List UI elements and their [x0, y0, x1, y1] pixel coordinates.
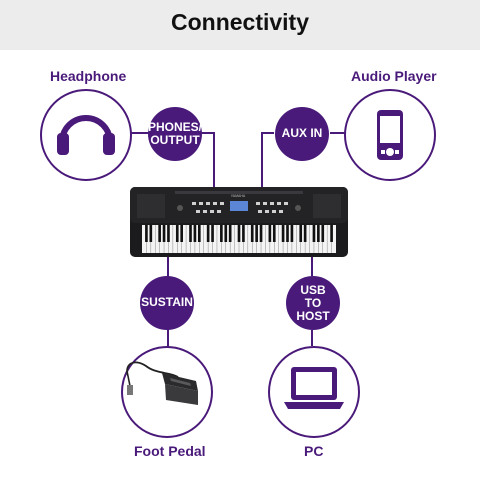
- foot-pedal-label: Foot Pedal: [134, 443, 206, 459]
- usb-line-3: HOST: [296, 309, 330, 323]
- headphone-icon: [57, 115, 115, 155]
- black-key: [206, 225, 210, 242]
- black-key: [299, 225, 303, 242]
- black-key: [250, 225, 254, 242]
- black-key: [189, 225, 192, 242]
- phones-output-badge: [148, 107, 202, 161]
- black-key: [330, 225, 333, 242]
- black-key: [303, 225, 307, 242]
- foot-pedal-icon: [126, 361, 198, 405]
- black-key: [211, 225, 214, 242]
- black-key: [242, 225, 245, 242]
- phones-output-line-1: PHONES/: [147, 120, 202, 134]
- audio-player-label: Audio Player: [351, 68, 437, 84]
- black-key: [175, 225, 179, 242]
- keyboard-brand: YAMAHA: [231, 194, 246, 198]
- phones-output-text: PHONES/ OUTPUT: [146, 121, 204, 147]
- usb-line-2: TO: [304, 296, 322, 310]
- black-key: [255, 225, 258, 242]
- black-key: [317, 225, 320, 242]
- black-key: [321, 225, 325, 242]
- black-key: [220, 225, 223, 242]
- pc-label: PC: [304, 443, 324, 459]
- black-key: [237, 225, 241, 242]
- black-key: [158, 225, 161, 242]
- connector-lines: [128, 132, 345, 360]
- black-key: [197, 225, 201, 242]
- usb-to-host-text: USB TO HOST: [284, 284, 342, 323]
- headphone-circle: [40, 89, 132, 181]
- black-key: [312, 225, 316, 242]
- header-bar: Connectivity: [0, 0, 480, 50]
- audio-player-icon: [377, 110, 403, 160]
- black-key: [162, 225, 166, 242]
- black-key: [193, 225, 197, 242]
- black-key: [268, 225, 272, 242]
- black-key: [281, 225, 285, 242]
- black-key: [167, 225, 170, 242]
- usb-line-1: USB: [300, 283, 326, 297]
- sustain-text: SUSTAIN: [141, 295, 193, 309]
- black-key: [290, 225, 294, 242]
- black-key: [224, 225, 228, 242]
- page-title: Connectivity: [170, 9, 310, 35]
- black-key: [286, 225, 289, 242]
- black-key: [149, 225, 153, 242]
- black-key: [145, 225, 148, 242]
- black-key: [180, 225, 184, 242]
- aux-in-badge: [275, 107, 329, 161]
- phones-output-line-2: OUTPUT: [150, 133, 200, 147]
- laptop-icon: [284, 367, 344, 409]
- black-key: [259, 225, 263, 242]
- lcd-display: [230, 201, 248, 211]
- black-key: [228, 225, 232, 242]
- aux-in-text: AUX IN: [281, 126, 323, 140]
- headphone-label: Headphone: [50, 68, 127, 84]
- black-key: [272, 225, 276, 242]
- keyboard-image: YAMAHA: [130, 187, 348, 257]
- sustain-badge: [140, 276, 194, 330]
- usb-to-host-badge: [286, 276, 340, 330]
